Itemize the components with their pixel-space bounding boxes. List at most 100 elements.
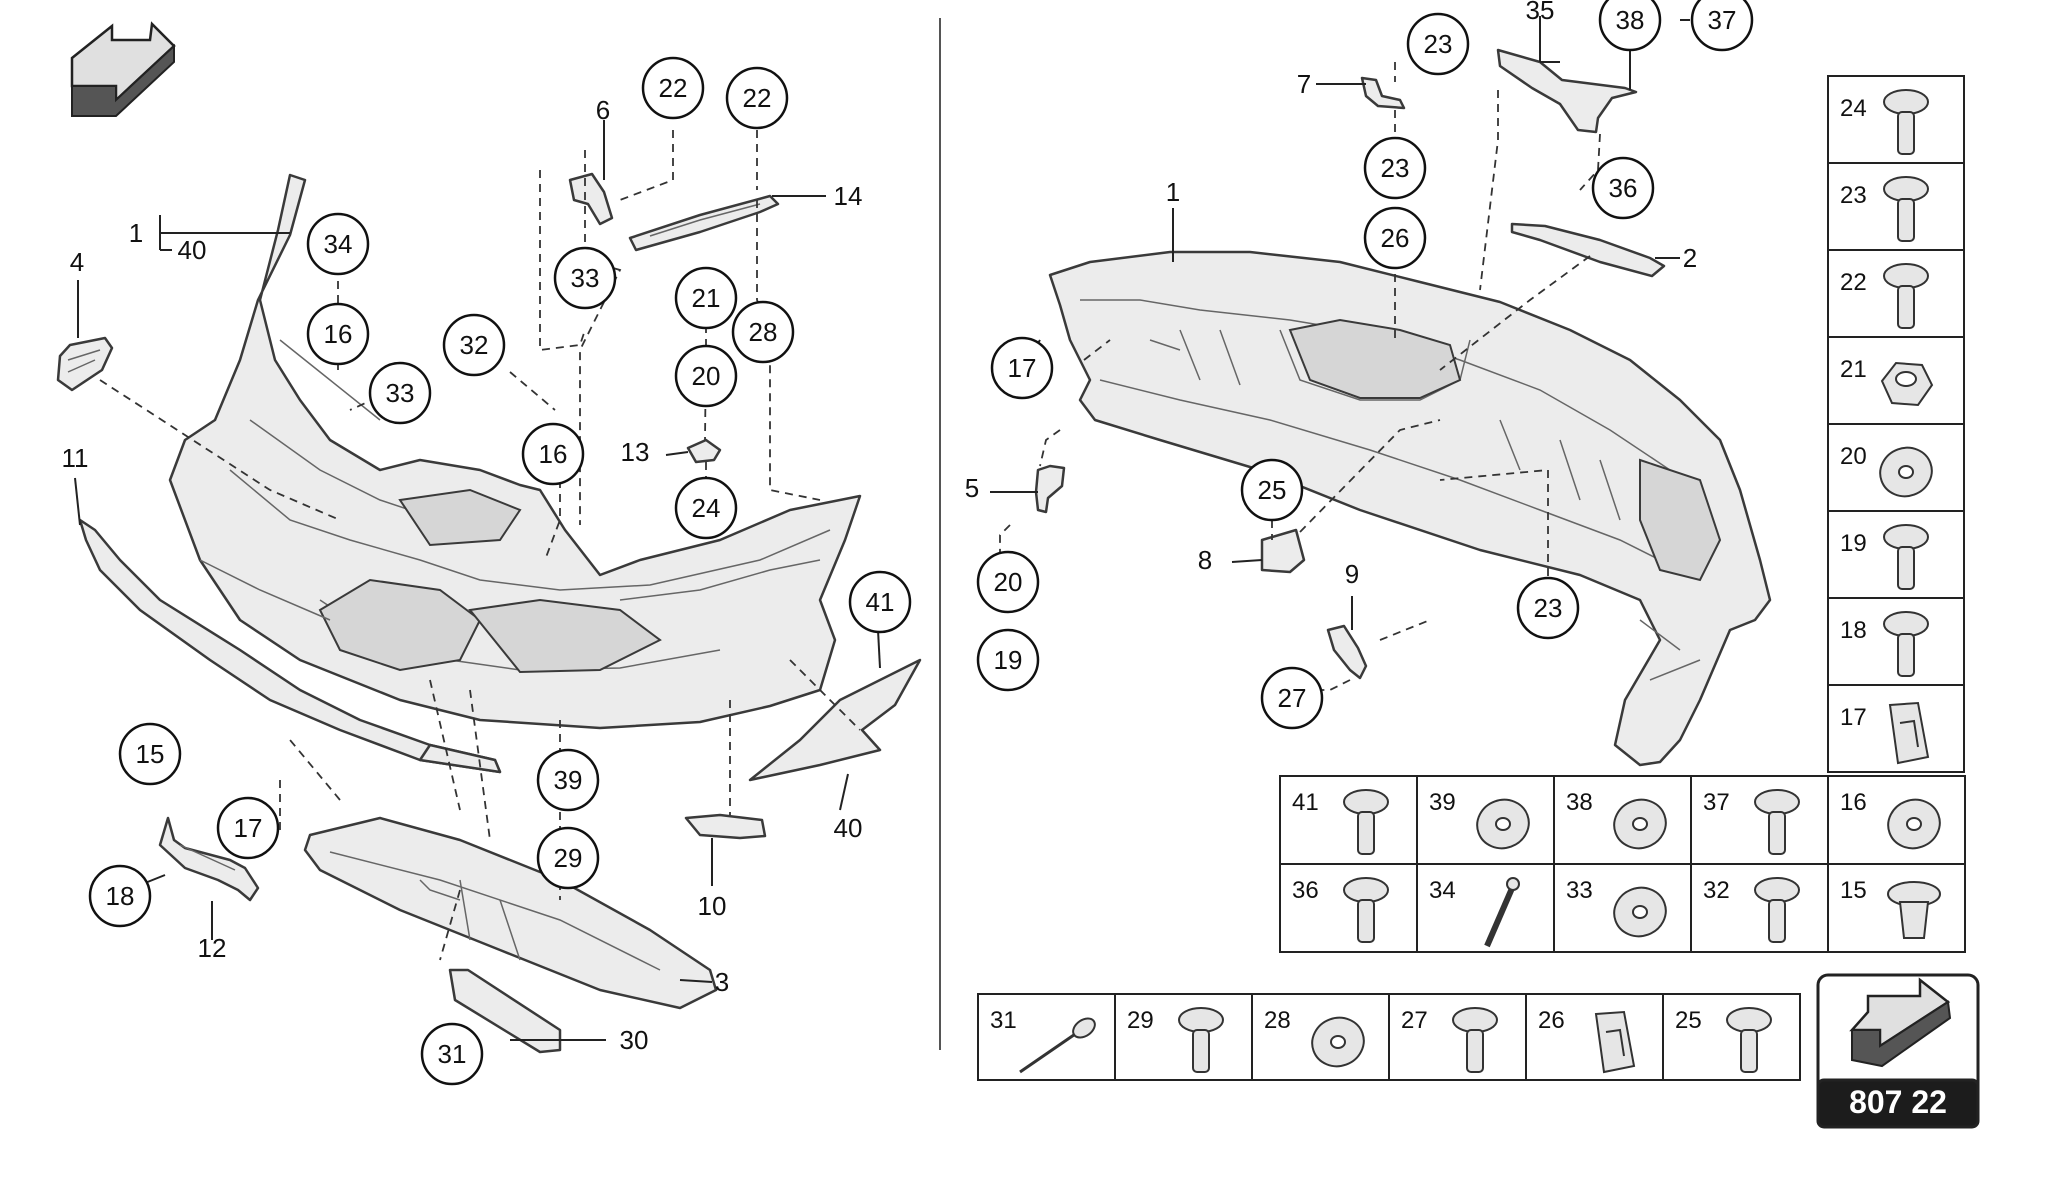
callout-r2[interactable]: 2	[1683, 243, 1697, 273]
callout-label: 28	[749, 317, 778, 347]
hardware-cell[interactable]: 34	[1416, 863, 1555, 953]
callout-label: 7	[1297, 69, 1311, 99]
callout-r36[interactable]: 36	[1591, 156, 1655, 220]
callout-c16a[interactable]: 16	[306, 302, 370, 366]
callout-r23a[interactable]: 23	[1406, 12, 1470, 76]
next-page-box[interactable]: 807 22	[1816, 973, 1980, 1129]
callout-c40l[interactable]: 40	[178, 235, 207, 265]
hardware-cell[interactable]: 33	[1553, 863, 1692, 953]
callout-c31[interactable]: 31	[420, 1022, 484, 1086]
callout-c1l[interactable]: 1	[129, 218, 143, 248]
hardware-cell[interactable]: 21	[1827, 336, 1965, 425]
callout-label: 12	[198, 933, 227, 963]
hardware-label: 33	[1566, 877, 1593, 904]
hardware-cell[interactable]: 25	[1662, 993, 1801, 1081]
hardware-label: 21	[1840, 356, 1867, 383]
callout-c15[interactable]: 15	[118, 722, 182, 786]
callout-r23b[interactable]: 23	[1363, 136, 1427, 200]
washer-icon	[1879, 446, 1933, 498]
callout-c16b[interactable]: 16	[521, 422, 585, 486]
callout-r8[interactable]: 8	[1198, 545, 1212, 575]
callout-r27[interactable]: 27	[1260, 666, 1324, 730]
hardware-cell[interactable]: 23	[1827, 162, 1965, 251]
callout-c22b[interactable]: 22	[725, 66, 789, 130]
callout-c4[interactable]: 4	[70, 247, 84, 277]
callout-c24[interactable]: 24	[674, 476, 738, 540]
callout-c3[interactable]: 3	[715, 967, 729, 997]
callout-label: 17	[234, 813, 263, 843]
hardware-cell[interactable]: 17	[1827, 684, 1965, 773]
callout-r7[interactable]: 7	[1297, 69, 1311, 99]
callout-c33b[interactable]: 33	[368, 361, 432, 425]
callout-c14[interactable]: 14	[834, 181, 863, 211]
callout-r17[interactable]: 17	[990, 336, 1054, 400]
hardware-cell[interactable]: 31	[977, 993, 1116, 1081]
callout-c20[interactable]: 20	[674, 344, 738, 408]
hardware-cell[interactable]: 41	[1279, 775, 1418, 865]
callout-r26[interactable]: 26	[1363, 206, 1427, 270]
hardware-cell[interactable]: 19	[1827, 510, 1965, 599]
callout-r19[interactable]: 19	[976, 628, 1040, 692]
callout-r35[interactable]: 35	[1526, 0, 1555, 25]
callout-c28[interactable]: 28	[731, 300, 795, 364]
hardware-cell[interactable]: 18	[1827, 597, 1965, 686]
callout-c13[interactable]: 13	[621, 437, 650, 467]
hardware-label: 38	[1566, 789, 1593, 816]
callout-c17[interactable]: 17	[216, 796, 280, 860]
callout-r1[interactable]: 1	[1166, 177, 1180, 207]
callout-c32[interactable]: 32	[442, 313, 506, 377]
callout-c6[interactable]: 6	[596, 95, 610, 125]
callout-c40r[interactable]: 40	[834, 813, 863, 843]
callout-r20[interactable]: 20	[976, 550, 1040, 614]
hardware-cell[interactable]: 38	[1553, 775, 1692, 865]
callout-label: 41	[866, 587, 895, 617]
hardware-cell[interactable]: 37	[1690, 775, 1829, 865]
callout-c21[interactable]: 21	[674, 266, 738, 330]
next-page-arrow-icon[interactable]	[1849, 977, 1952, 1068]
callout-c39[interactable]: 39	[536, 748, 600, 812]
clip-icon	[1888, 701, 1930, 765]
callout-c30[interactable]: 30	[620, 1025, 649, 1055]
hardware-cell[interactable]: 22	[1827, 249, 1965, 338]
hardware-cell[interactable]: 15	[1827, 863, 1966, 953]
callout-r37[interactable]: 37	[1690, 0, 1754, 52]
hardware-label: 41	[1292, 789, 1319, 816]
callout-c29[interactable]: 29	[536, 826, 600, 890]
hardware-cell[interactable]: 36	[1279, 863, 1418, 953]
pin-icon	[1484, 877, 1520, 948]
hardware-cell[interactable]: 29	[1114, 993, 1253, 1081]
callout-r38[interactable]: 38	[1598, 0, 1662, 52]
hardware-cell[interactable]: 28	[1251, 993, 1390, 1081]
hardware-cell[interactable]: 32	[1690, 863, 1829, 953]
hardware-label: 22	[1840, 269, 1867, 296]
hardware-cell[interactable]: 20	[1827, 423, 1965, 512]
callout-c34[interactable]: 34	[306, 212, 370, 276]
prev-page-arrow-icon[interactable]	[70, 21, 176, 117]
callout-label: 6	[596, 95, 610, 125]
hardware-cell[interactable]: 26	[1525, 993, 1664, 1081]
callout-c12[interactable]: 12	[198, 933, 227, 963]
hardware-label: 17	[1840, 704, 1867, 731]
washer-icon	[1311, 1016, 1365, 1068]
hardware-cell[interactable]: 27	[1388, 993, 1527, 1081]
screw-icon	[1883, 524, 1929, 590]
hardware-cell[interactable]: 39	[1416, 775, 1555, 865]
callout-r25[interactable]: 25	[1240, 458, 1304, 522]
callout-c33a[interactable]: 33	[553, 246, 617, 310]
callout-label: 21	[692, 283, 721, 313]
callout-c41[interactable]: 41	[848, 570, 912, 634]
callout-c22a[interactable]: 22	[641, 56, 705, 120]
callout-c10[interactable]: 10	[698, 891, 727, 921]
callout-label: 23	[1534, 593, 1563, 623]
callout-r23c[interactable]: 23	[1516, 576, 1580, 640]
hardware-cell[interactable]: 24	[1827, 75, 1965, 164]
plug-icon	[1887, 881, 1941, 939]
callout-r5[interactable]: 5	[965, 473, 979, 503]
callout-r9[interactable]: 9	[1345, 559, 1359, 589]
callout-c11[interactable]: 11	[62, 443, 89, 473]
hardware-cell[interactable]: 16	[1827, 775, 1966, 865]
hardware-label: 31	[990, 1007, 1017, 1034]
callout-c18[interactable]: 18	[88, 864, 152, 928]
callout-label: 10	[698, 891, 727, 921]
